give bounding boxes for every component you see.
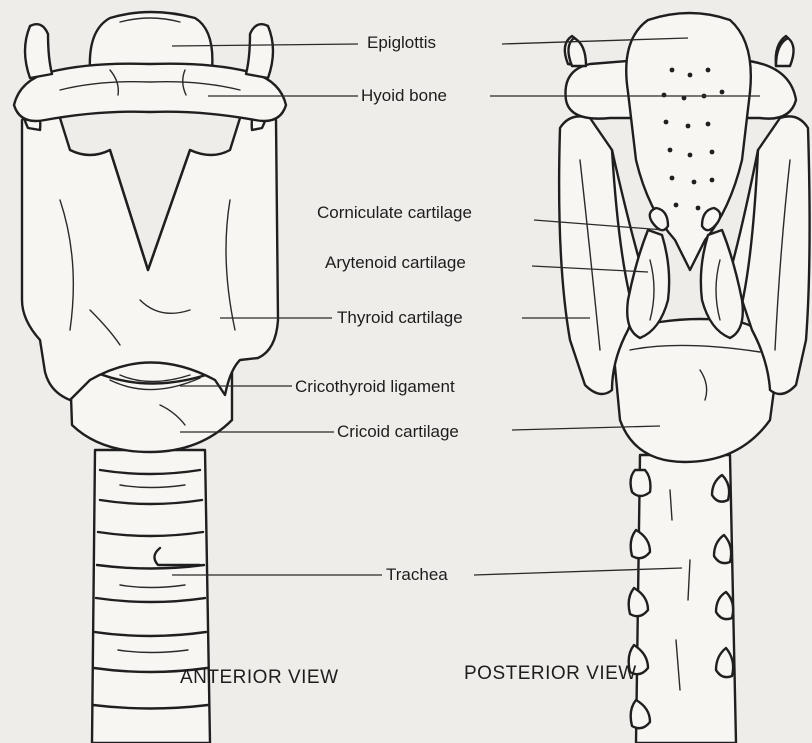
label-trachea: Trachea xyxy=(383,565,451,585)
label-arytenoid-cartilage: Arytenoid cartilage xyxy=(322,253,469,273)
posterior-larynx xyxy=(559,13,809,743)
label-corniculate-cartilage: Corniculate cartilage xyxy=(314,203,475,223)
posterior-cricoid xyxy=(612,319,778,462)
label-hyoid-bone: Hyoid bone xyxy=(358,86,450,106)
label-thyroid-cartilage: Thyroid cartilage xyxy=(334,308,466,328)
anterior-larynx xyxy=(14,12,286,743)
posterior-epiglottis xyxy=(626,13,751,270)
label-cricoid-cartilage: Cricoid cartilage xyxy=(334,422,462,442)
label-cricothyroid-ligament: Cricothyroid ligament xyxy=(292,377,458,397)
anterior-epiglottis xyxy=(90,12,213,70)
anterior-view-caption: ANTERIOR VIEW xyxy=(180,667,339,689)
label-epiglottis: Epiglottis xyxy=(364,33,439,53)
anterior-trachea xyxy=(92,450,210,743)
anterior-thyroid xyxy=(22,113,278,400)
posterior-view-caption: POSTERIOR VIEW xyxy=(464,663,637,685)
posterior-trachea xyxy=(629,455,736,743)
